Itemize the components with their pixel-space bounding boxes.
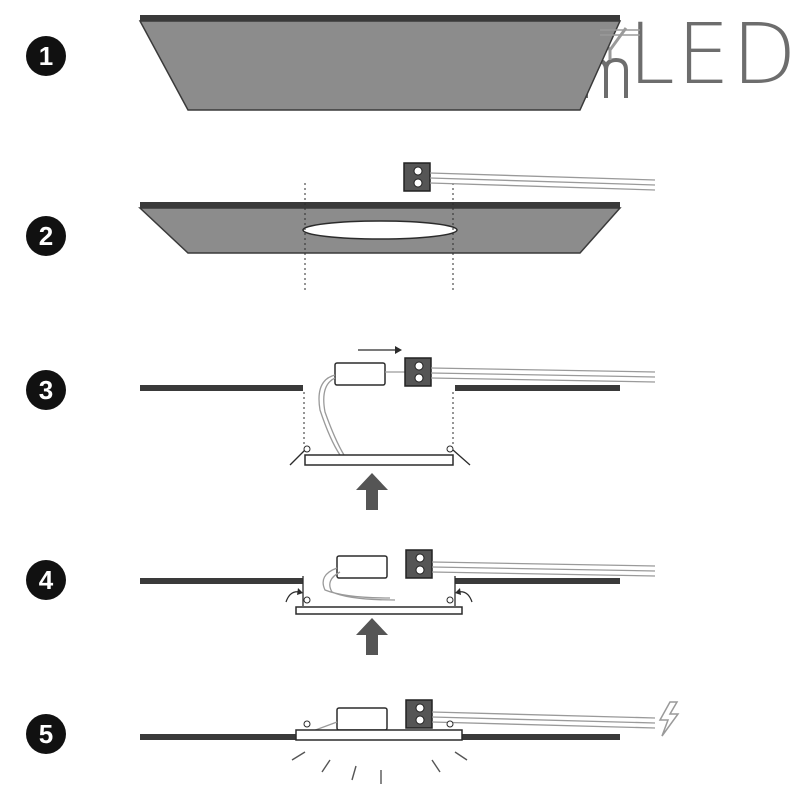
step-1-ceiling-panel <box>138 15 640 111</box>
step-4-badge: 4 <box>26 560 66 600</box>
step-5-ceiling-sections <box>140 734 620 740</box>
step-4-ceiling-sections <box>140 578 620 584</box>
step-2-badge: 2 <box>26 216 66 256</box>
terminal-block-step-4 <box>405 549 656 579</box>
step-number: 4 <box>26 560 66 600</box>
terminal-block-step-3 <box>404 357 656 387</box>
led-panel-step-3 <box>289 445 471 466</box>
step-1-badge: 1 <box>26 36 66 76</box>
myled-logo: LED <box>580 12 797 105</box>
step-3-badge: 3 <box>26 370 66 410</box>
step-3-ceiling-sections <box>140 385 620 445</box>
led-panel-step-5 <box>295 720 463 741</box>
terminal-block-step-2 <box>403 162 656 192</box>
driver-box-step-5 <box>309 707 388 733</box>
up-arrow-icon <box>356 618 388 655</box>
up-arrow-icon <box>356 473 388 510</box>
step-2-ceiling-with-hole <box>138 183 622 290</box>
light-rays <box>291 751 468 784</box>
step-number: 1 <box>26 36 66 76</box>
driver-box-step-4 <box>322 555 396 601</box>
step-5-badge: 5 <box>26 714 66 754</box>
logo-brand-text: LED <box>628 5 799 103</box>
curved-arrow-icon <box>285 588 473 603</box>
step-number: 5 <box>26 714 66 754</box>
lightning-bolt-icon <box>658 701 680 737</box>
driver-box-step-3 <box>318 362 405 456</box>
led-panel-step-4 <box>295 576 463 615</box>
terminal-block-step-5 <box>405 699 656 729</box>
direction-arrow-icon <box>358 346 402 354</box>
step-number: 3 <box>26 370 66 410</box>
step-number: 2 <box>26 216 66 256</box>
